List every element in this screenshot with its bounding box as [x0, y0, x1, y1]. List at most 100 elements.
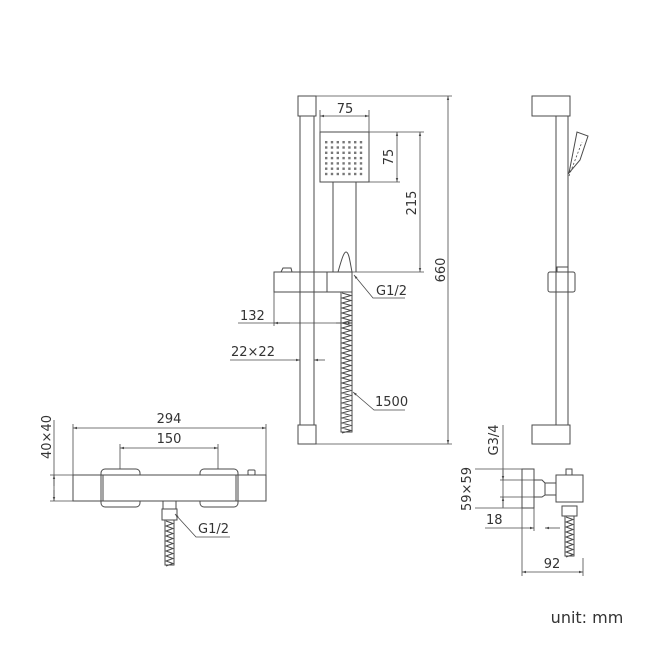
nozzle	[330, 146, 334, 149]
hand-shower-side	[568, 131, 589, 175]
mixer-body-side	[555, 474, 584, 503]
nozzle	[354, 167, 357, 170]
nozzle	[336, 151, 339, 154]
nozzle	[325, 146, 328, 149]
unit-label: unit: mm	[551, 608, 624, 627]
nozzle	[325, 172, 328, 176]
nozzle	[348, 146, 351, 149]
dim-rail-section: 22×22	[231, 345, 275, 360]
safety-button	[247, 469, 256, 476]
nozzle-grid	[325, 141, 363, 176]
nozzle	[342, 141, 345, 144]
holder-knob-side	[556, 266, 569, 273]
nozzle	[325, 141, 328, 144]
hose-outline	[340, 291, 353, 433]
nozzle	[354, 162, 357, 165]
dim-total-height: 660	[434, 258, 449, 283]
nozzle	[359, 162, 363, 165]
leader-outlet-thread	[174, 513, 230, 538]
nozzle	[342, 162, 345, 165]
outlet	[162, 500, 177, 510]
mixer-dimensions: 294 150 40×40 G1/2	[40, 412, 267, 538]
nozzle	[359, 141, 363, 144]
leader-hose	[352, 391, 405, 411]
leader-holder-thread	[353, 274, 405, 299]
nozzle	[342, 172, 345, 176]
nozzle	[330, 141, 334, 144]
holder-thread-label: G1/2	[376, 284, 407, 299]
nozzle	[359, 146, 363, 149]
nozzle	[336, 162, 339, 165]
connector-neck	[544, 482, 557, 496]
nozzle	[325, 151, 328, 154]
nozzle	[342, 167, 345, 170]
dim-head-height: 75	[382, 149, 397, 166]
side-view-rail-kit	[531, 95, 589, 445]
wall-block	[521, 468, 535, 509]
dim-inlet-spacing: 150	[157, 432, 182, 447]
dim-depth: 92	[544, 557, 561, 572]
nozzle	[348, 162, 351, 165]
dim-offset: 18	[486, 513, 503, 528]
nozzle	[336, 141, 339, 144]
rail-bottom-cap	[297, 424, 317, 445]
dim-total-width: 294	[157, 412, 182, 427]
mixer-side-view	[521, 468, 584, 558]
nozzle	[336, 172, 339, 176]
connector	[534, 479, 546, 498]
nozzle	[342, 151, 345, 154]
inlet-thread-label: G3/4	[487, 425, 502, 456]
nozzle	[330, 172, 334, 176]
dim-head-width: 75	[337, 102, 354, 117]
dim-holder-projection: 132	[240, 309, 265, 324]
holder-knob	[280, 267, 293, 273]
nozzle	[342, 156, 345, 160]
dim-block-section: 59×59	[460, 467, 475, 511]
hose-length-label: 1500	[375, 395, 408, 410]
rail-bottom-cap	[531, 424, 571, 445]
outlet-nut	[161, 508, 178, 521]
outlet-thread-label: G1/2	[198, 522, 229, 537]
rail-top-cap	[531, 95, 571, 117]
mixer-front-view	[72, 468, 267, 567]
nozzle	[325, 162, 328, 165]
dim-head-to-holder: 215	[405, 191, 420, 216]
hand-shower-head	[319, 131, 370, 183]
nozzle	[336, 167, 339, 170]
rail-top-cap	[297, 95, 317, 117]
nozzle	[348, 151, 351, 154]
nozzle	[330, 167, 334, 170]
nozzle	[330, 162, 334, 165]
slide-holder	[273, 271, 353, 293]
nozzle	[359, 156, 363, 160]
dim-body-section: 40×40	[40, 415, 55, 459]
nozzle	[354, 146, 357, 149]
nozzle	[354, 172, 357, 176]
hose	[340, 292, 353, 434]
nozzle	[359, 167, 363, 170]
nozzle	[330, 151, 334, 154]
nozzle	[354, 151, 357, 154]
nozzle	[359, 172, 363, 176]
nozzle	[354, 141, 357, 144]
nozzle	[359, 151, 363, 154]
side-view-dimensions: G3/4 59×59 18 92	[460, 425, 584, 576]
hose	[564, 516, 575, 558]
nozzle	[348, 172, 351, 176]
nozzle	[342, 146, 345, 149]
nozzle	[325, 156, 328, 160]
nozzle	[336, 156, 339, 160]
outlet-nut-side	[561, 505, 578, 517]
nozzle	[348, 141, 351, 144]
safety-button-side	[565, 468, 573, 476]
nozzle	[325, 167, 328, 170]
holder-hook	[337, 251, 353, 273]
nozzle	[348, 167, 351, 170]
nozzle	[330, 156, 334, 160]
front-view-dimensions: 75 75 215 660 G1/2 132 22×22 1500	[230, 95, 452, 445]
body-mask	[102, 475, 236, 501]
hose	[164, 520, 175, 567]
slide-holder-side	[547, 271, 576, 293]
